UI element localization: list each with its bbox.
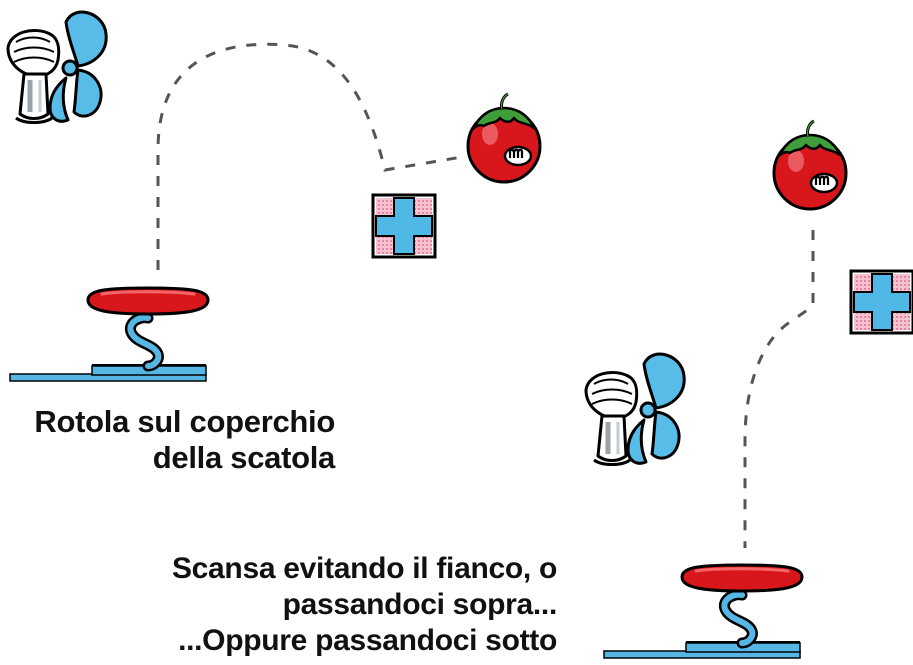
- caption-dodge: Scansa evitando il fianco, o passandoci …: [172, 551, 557, 659]
- bonus-block-icon: [849, 269, 913, 335]
- caption-dodge-line2: passandoci sopra...: [282, 588, 558, 621]
- caption-dodge-line3: ...Oppure passandoci sotto: [178, 624, 557, 657]
- trajectory-path-left: [156, 42, 463, 270]
- caption-roll-lid-line2: della scatola: [152, 440, 336, 475]
- caption-roll-lid: Rotola sul coperchio della scatola: [34, 404, 335, 476]
- caption-roll-lid-line1: Rotola sul coperchio: [34, 404, 335, 439]
- fan-icon: [8, 12, 106, 122]
- caption-dodge-line1: Scansa evitando il fianco, o: [171, 552, 557, 585]
- fan-icon: [586, 354, 684, 464]
- bonus-block-icon: [371, 193, 437, 259]
- springboard-icon: [10, 288, 208, 381]
- trajectory-path-right: [743, 230, 815, 548]
- springboard-icon: [604, 565, 802, 658]
- tomato-icon: [772, 119, 848, 211]
- tomato-icon: [466, 92, 542, 184]
